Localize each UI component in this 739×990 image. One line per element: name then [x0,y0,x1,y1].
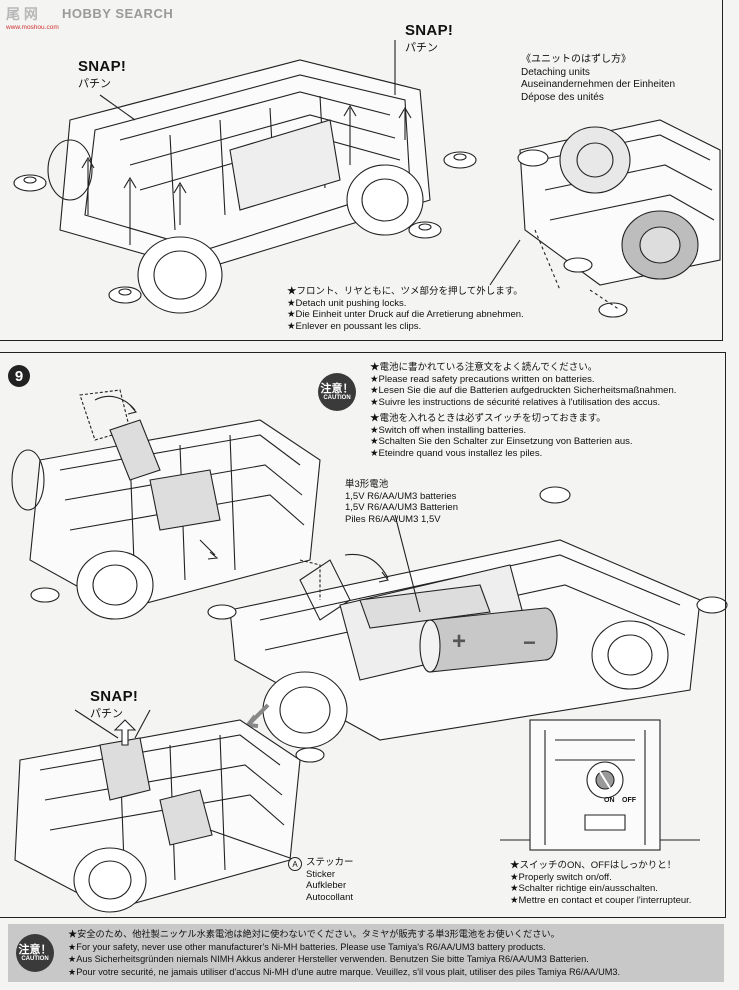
detach-title-de: Auseinandernehmen der Einheiten [521,79,675,90]
footer-line: ★安全のため、他社製ニッケル水素電池は絶対に使わないでください。タミヤが販売する… [68,929,560,939]
switch-note-line: ★スイッチのON、OFFはしっかりと！ [510,860,677,871]
caution-line: ★電池に書かれている注意文をよく読んでください。 [370,362,598,373]
snap-text: SNAP! [90,688,139,705]
switch-note: ★スイッチのON、OFFはしっかりと！ ★Properly switch on/… [510,860,691,906]
caution-badge: 注意！ CAUTION [318,373,356,411]
caution-badge: 注意！ CAUTION [16,934,54,972]
footer-line: ★For your safety, never use other manufa… [68,941,546,952]
battery-label-line: Piles R6/AA/UM3 1,5V [345,513,441,525]
footer-line: ★Aus Sicherheitsgründen niemals NIMH Akk… [68,954,589,964]
step-number-badge: 9 [8,365,30,387]
battery-label-line: 1,5V R6/AA/UM3 batteries [345,490,457,502]
switch-detail-drawing [500,719,700,851]
top-chassis-drawing [13,40,477,314]
battery-caution-text: ★電池に書かれている注意文をよく読んでください。 ★Please read sa… [370,362,676,459]
switch-on-label: ON [604,797,615,804]
caution-jp: 注意！ [320,382,354,395]
caution-en: CAUTION [21,955,49,962]
battery-label-line: 単3形電池 [345,479,389,490]
battery-label-line: 1,5V R6/AA/UM3 Batterien [345,502,458,513]
detach-detail-drawing [489,119,721,318]
snap-jp-text: パチン [405,42,438,54]
battery-minus-symbol: − [523,630,536,655]
detach-title-jp: 《ユニットのはずし方》 [521,54,631,65]
step9-chassis-top-drawing [11,389,321,620]
sticker-label-line: ステッカー [306,857,354,868]
caution-line: ★Lesen Sie die auf die Batterien aufgedr… [370,385,677,396]
snap-label-step9: SNAP! パチン [90,688,138,721]
snap-text: SNAP! [78,58,127,75]
sticker-label-line: Autocollant [306,891,354,903]
switch-note-line: ★Properly switch on/off. [510,871,612,883]
caution-en: CAUTION [323,394,351,401]
footer-line: ★Pour votre securité, ne jamais utiliser… [68,966,621,977]
switch-note-line: ★Schalter richtige ein/ausschalten. [510,883,658,894]
caution-line: ★Schalten Sie den Schalter zur Einsetzun… [370,436,633,447]
sticker-label-line: Aufkleber [306,880,347,891]
detach-note-line: ★フロント、リヤともに、ツメ部分を押して外します。 [287,286,523,297]
watermark-site: HOBBY SEARCH [62,6,174,21]
watermark-url: www.moshou.com [6,24,59,31]
snap-text: SNAP! [405,22,454,39]
step9-panel-frame [0,352,726,918]
detach-note-line: ★Detach unit pushing locks. [287,297,407,309]
sticker-badge: A [288,857,302,871]
footer-caution-text: ★安全のため、他社製ニッケル水素電池は絶対に使わないでください。タミヤが販売する… [68,928,620,978]
caution-jp: 注意！ [18,943,52,956]
sticker-label: ステッカー Sticker Aufkleber Autocollant [306,857,354,903]
switch-note-line: ★Mettre en contact et couper l'interrupt… [510,894,692,906]
step9-chassis-bottom-drawing [14,709,301,913]
sticker-badge-wrap: A [288,857,302,871]
detach-note: ★フロント、リヤともに、ツメ部分を押して外します。 ★Detach unit p… [287,286,524,332]
battery-chassis-drawing [207,486,728,763]
snap-label-right: SNAP! パチン [405,22,453,55]
snap-jp-text: パチン [78,78,111,90]
detach-note-line: ★Enlever en poussant les clips. [287,320,422,332]
battery-plus-symbol: + [452,628,467,655]
caution-line: ★Please read safety precautions written … [370,373,595,385]
caution-line: ★Suivre les instructions de sécurité rel… [370,396,661,408]
top-panel-frame [0,0,723,341]
detach-title-fr: Dépose des unités [521,91,604,103]
caution-line: ★電池を入れるときは必ずスイッチを切っておきます。 [370,413,606,424]
sticker-label-line: Sticker [306,868,336,880]
snap-label-left: SNAP! パチン [78,58,126,91]
snap-jp-text: パチン [90,708,123,720]
switch-off-label: OFF [622,797,636,804]
caution-line: ★Switch off when installing batteries. [370,424,527,436]
watermark: 尾 网 www.moshou.com [6,4,59,31]
battery-label: 単3形電池 1,5V R6/AA/UM3 batteries 1,5V R6/A… [345,479,458,525]
detach-note-line: ★Die Einheit unter Druck auf die Arretie… [287,309,524,320]
caution-line: ★Eteindre quand vous installez les piles… [370,447,543,459]
footer-caution-bar: 注意！ CAUTION ★安全のため、他社製ニッケル水素電池は絶対に使わないでく… [8,924,724,982]
detach-title-en: Detaching units [521,66,590,78]
detach-title: 《ユニットのはずし方》 Detaching units Auseinandern… [521,54,675,104]
watermark-logo: 尾 网 [6,6,38,22]
